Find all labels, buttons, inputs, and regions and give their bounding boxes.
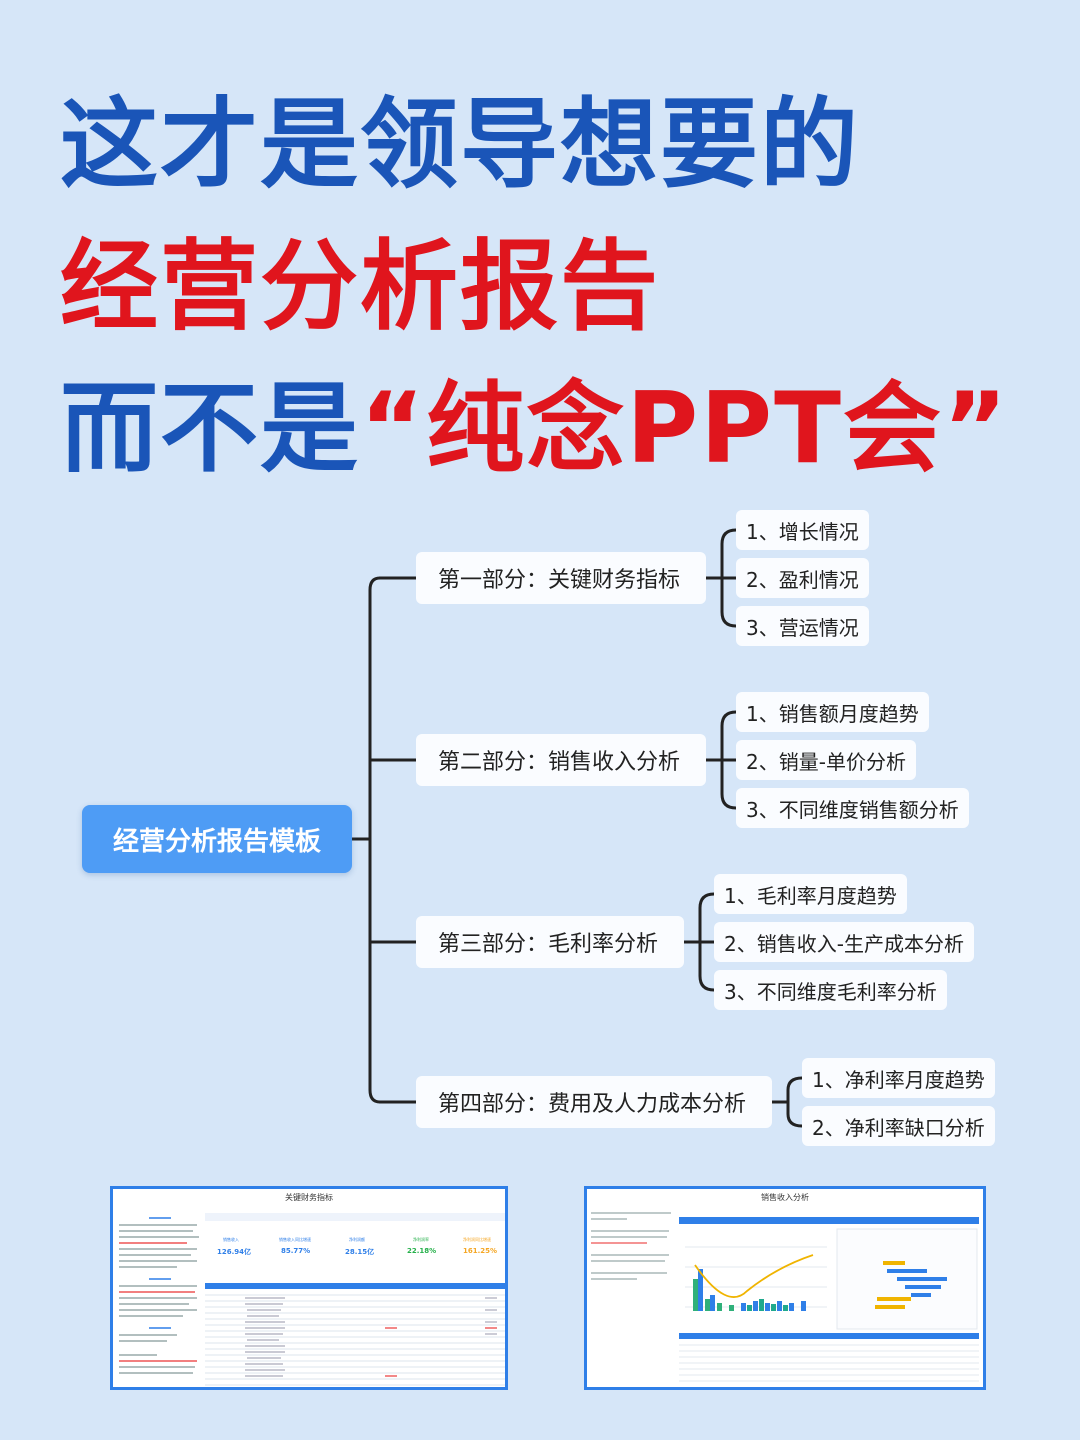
leaf-3-1: 1、毛利率月度趋势 <box>714 874 907 914</box>
leaf-2-3: 3、不同维度销售额分析 <box>736 788 969 828</box>
text-lines <box>119 1217 199 1374</box>
kpi-value-2: 85.77% <box>281 1247 311 1255</box>
b4-bracket <box>786 1076 804 1128</box>
branch-3: 第三部分：毛利率分析 <box>416 916 684 968</box>
title-line-3-quote: “纯念PPT会” <box>360 372 1010 486</box>
leaf-4-2: 2、净利率缺口分析 <box>802 1106 995 1146</box>
text-column <box>117 1215 203 1385</box>
main-spine <box>368 576 382 1104</box>
kpi-value-3: 28.15亿 <box>345 1248 375 1256</box>
kpi-label-4: 净利润率 <box>413 1237 429 1242</box>
branch-2: 第二部分：销售收入分析 <box>416 734 706 786</box>
thumbnail-sales-dashboard: 销售收入分析 <box>584 1186 986 1390</box>
financial-table <box>205 1213 505 1386</box>
leaf-3-2: 2、销售收入-生产成本分析 <box>714 922 974 962</box>
leaf-1-1: 1、增长情况 <box>736 510 869 550</box>
title-line-2: 经营分析报告 <box>60 230 661 344</box>
leaf-2-2: 2、销量-单价分析 <box>736 740 916 780</box>
kpi-label-3: 净利润额 <box>349 1237 365 1242</box>
kpi-label-1: 销售收入 <box>223 1237 239 1242</box>
kpi-value-1: 126.94亿 <box>217 1248 252 1256</box>
title-line-1: 这才是领导想要的 <box>60 88 861 202</box>
thumbnail-financial-dashboard: 关键财务指标 销售收入 126.94亿 销售收入同比增速 85.77% 净 <box>110 1186 508 1390</box>
title-line-3-prefix: 而不是 <box>60 372 361 486</box>
thumbnail-title-2: 销售收入分析 <box>761 1193 809 1202</box>
branch-4: 第四部分：费用及人力成本分析 <box>416 1076 772 1128</box>
leaf-3-3: 3、不同维度毛利率分析 <box>714 970 947 1010</box>
branch-1: 第一部分：关键财务指标 <box>416 552 706 604</box>
sales-dashboard-graphics <box>591 1212 979 1382</box>
leaf-1-3: 3、营运情况 <box>736 606 869 646</box>
kpi-value-5: 161.25% <box>463 1247 498 1255</box>
title-line-3: 而不是“纯念PPT会” <box>60 380 1009 478</box>
thumbnail-title: 关键财务指标 <box>285 1193 333 1202</box>
leaf-2-1: 1、销售额月度趋势 <box>736 692 929 732</box>
leaf-4-1: 1、净利率月度趋势 <box>802 1058 995 1098</box>
kpi-value-4: 22.18% <box>407 1247 437 1255</box>
kpi-label-5: 净利润同比增速 <box>463 1237 491 1242</box>
leaf-1-2: 2、盈利情况 <box>736 558 869 598</box>
kpi-label-2: 销售收入同比增速 <box>279 1237 311 1242</box>
root-node: 经营分析报告模板 <box>82 805 352 873</box>
